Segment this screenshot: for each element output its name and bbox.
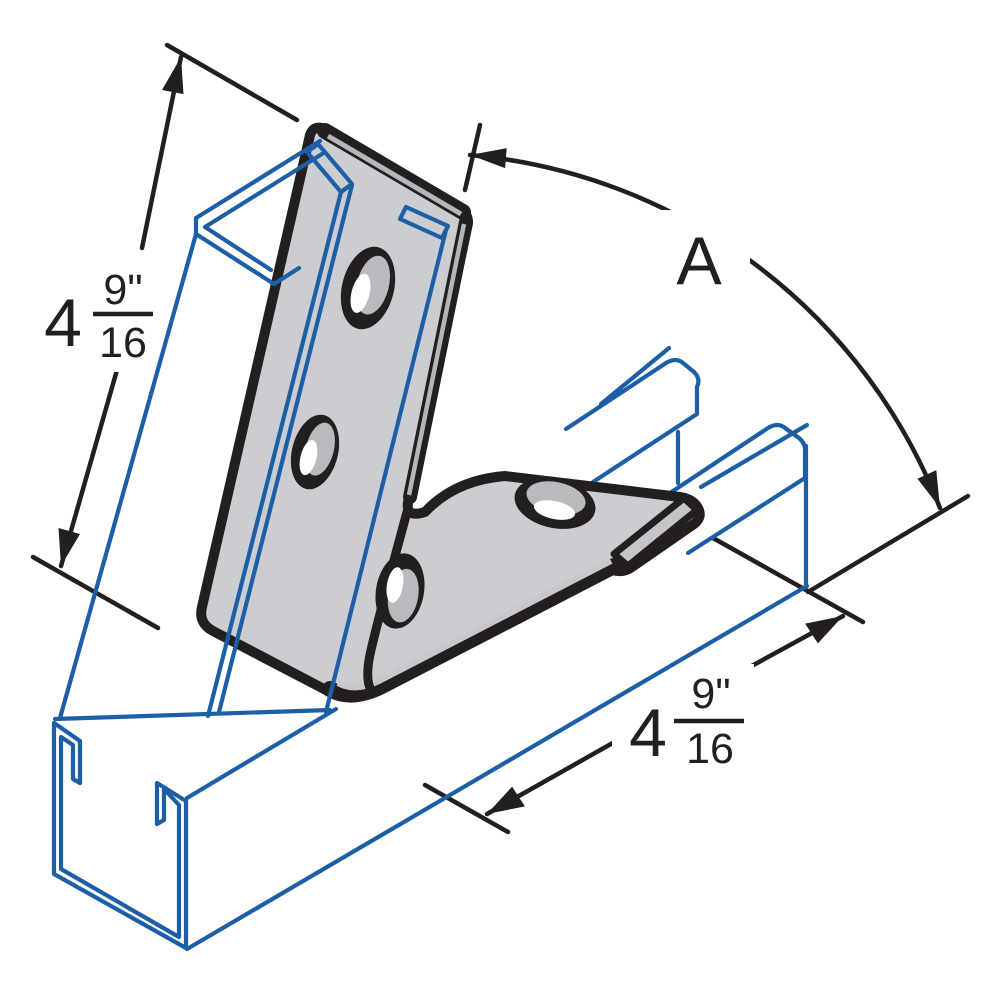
hole-horizontal-leg — [514, 477, 596, 529]
upper-strut-channel — [57, 138, 451, 721]
channel-lip-edge-1 — [205, 189, 344, 719]
channel-far-lip-right-end — [563, 357, 701, 486]
hole-heel — [375, 553, 425, 629]
dimension-numerator: 9" — [103, 266, 142, 314]
arrowhead — [58, 528, 80, 566]
bracket-end-face — [610, 494, 701, 570]
dimension-upper-label: 4 9" 16 — [44, 266, 153, 367]
bracket-right-edge-highlight — [406, 223, 467, 496]
arrowhead — [162, 57, 184, 95]
lower-strut-channel — [51, 345, 810, 952]
bracket-holes — [290, 246, 596, 629]
dimension-whole: 4 — [629, 695, 667, 771]
dimension-numerator: 9" — [691, 670, 730, 718]
dimension-denominator: 16 — [686, 725, 734, 773]
channel-end-profile-outer — [51, 720, 189, 951]
arrowhead — [487, 786, 525, 814]
hole-middle — [290, 414, 340, 490]
angle-arc — [467, 152, 943, 511]
arrowhead — [805, 616, 843, 644]
dimension-upper — [30, 42, 300, 631]
angle-bracket — [196, 122, 705, 703]
channel-near-top-edge — [184, 422, 810, 801]
hole-top — [340, 246, 396, 330]
channel-back-top-edge — [52, 345, 672, 722]
angle-extension-line — [805, 493, 971, 595]
dimension-lower-label: 4 9" 16 — [629, 670, 744, 773]
angle-label: A — [676, 223, 722, 299]
bracket-top-edge — [317, 123, 471, 220]
dimension-denominator: 16 — [99, 319, 147, 367]
bracket-bottom-edge-highlight — [336, 558, 613, 691]
label-gap — [650, 210, 750, 302]
dimension-lower — [422, 535, 866, 835]
channel-near-flange-edge — [323, 227, 449, 715]
channel-top-profile — [193, 138, 325, 287]
arrowhead — [470, 148, 507, 169]
bracket-bend-line — [363, 507, 412, 697]
channel-lip-edge-2 — [216, 182, 355, 715]
dimension-angle — [462, 122, 971, 595]
extension-line-top — [164, 42, 300, 123]
channel-end-profile-inner — [58, 734, 182, 940]
bracket-bottom-edge — [322, 558, 622, 703]
channel-bottom-front-edge — [184, 583, 810, 952]
channel-far-edge — [57, 231, 199, 721]
dimension-whole: 4 — [44, 285, 82, 361]
extension-line-left — [422, 782, 511, 835]
extension-line-right — [710, 535, 866, 625]
bracket-top-edge-highlight — [326, 133, 463, 217]
dimension-labels: 4 9" 16 4 9" 16 A — [44, 223, 744, 773]
arrowhead — [917, 470, 940, 508]
angle-extension-tick — [462, 122, 483, 193]
